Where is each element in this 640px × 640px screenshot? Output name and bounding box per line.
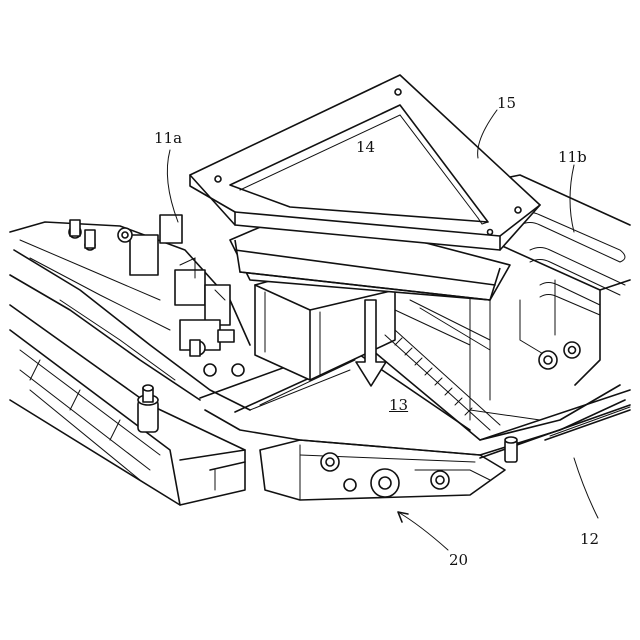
leader-11a: [167, 150, 178, 222]
ref-label-11a: 11a: [154, 131, 182, 146]
ref-label-13: 13: [389, 398, 408, 413]
ref-label-15: 15: [497, 96, 516, 111]
component-15-frame: [190, 75, 540, 250]
rib-comb: [385, 330, 500, 430]
ref-label-14: 14: [356, 140, 375, 155]
posts-front: [505, 342, 580, 462]
ref-label-12: 12: [580, 532, 599, 547]
ref-label-20: 20: [449, 553, 468, 568]
front-cross-member: [260, 440, 505, 500]
leader-12: [574, 458, 598, 518]
stud-left: [138, 385, 158, 432]
left-brackets: [69, 215, 244, 376]
leader-20: [398, 512, 448, 550]
ref-label-11b: 11b: [558, 150, 587, 165]
